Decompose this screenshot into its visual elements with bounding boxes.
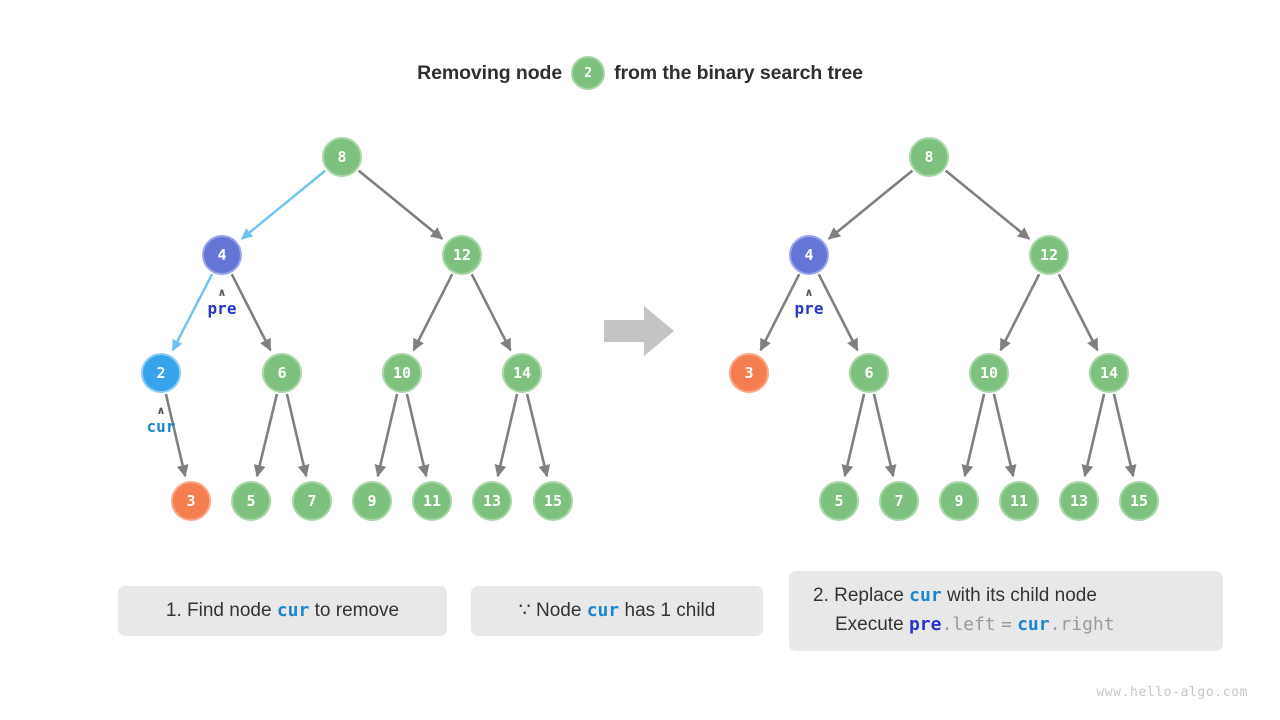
caption3-left-prop: left	[952, 614, 996, 635]
title-prefix: Removing node	[417, 61, 563, 84]
tree-node-2[interactable]: 2	[141, 353, 181, 393]
tree-edge	[872, 393, 897, 478]
caption2-before: Node	[536, 599, 582, 621]
tree-node-5[interactable]: 5	[819, 481, 859, 521]
page-title: Removing node 2 from the binary search t…	[0, 56, 1280, 90]
tree-node-10[interactable]: 10	[382, 353, 422, 393]
tree-edge	[841, 393, 866, 478]
caption3-keyword-cur: cur	[909, 585, 942, 607]
tree-edge	[1112, 393, 1137, 478]
caption1-number: 1.	[165, 599, 182, 621]
caption1-after: to remove	[314, 599, 400, 621]
tree-edge	[961, 393, 986, 478]
pointer-label-pre: ∧pre	[192, 287, 252, 317]
tree-edge	[827, 169, 914, 240]
tree-edge	[230, 273, 272, 352]
tree-node-13[interactable]: 13	[1059, 481, 1099, 521]
pointer-text: cur	[146, 417, 176, 436]
pointer-text: pre	[207, 299, 237, 318]
caption1-keyword-cur: cur	[276, 599, 310, 621]
caption3-keyword-pre: pre	[908, 614, 942, 635]
tree-node-6[interactable]: 6	[262, 353, 302, 393]
caption2-because-symbol: ∵	[518, 599, 531, 621]
tree-edge	[285, 393, 310, 478]
tree-node-5[interactable]: 5	[231, 481, 271, 521]
tree-node-15[interactable]: 15	[533, 481, 573, 521]
caption-step-1: 1. Find node cur to remove	[118, 586, 447, 636]
tree-node-14[interactable]: 14	[1089, 353, 1129, 393]
tree-edge	[1081, 393, 1106, 478]
pointer-label-pre: ∧pre	[779, 287, 839, 317]
tree-edge	[412, 273, 454, 352]
tree-node-6[interactable]: 6	[849, 353, 889, 393]
tree-node-4[interactable]: 4	[789, 235, 829, 275]
caption3-line1-after: with its child node	[946, 585, 1097, 607]
watermark: www.hello-algo.com	[1096, 685, 1248, 700]
tree-edge	[470, 273, 512, 352]
tree-edge	[357, 169, 444, 240]
pointer-text: pre	[794, 299, 824, 318]
caption1-before: Find node	[187, 599, 272, 621]
transition-arrow-icon	[604, 306, 674, 356]
tree-node-11[interactable]: 11	[999, 481, 1039, 521]
caption-step-2: 2. Replace cur with its child node Execu…	[789, 571, 1223, 651]
tree-edge	[494, 393, 519, 478]
tree-node-9[interactable]: 9	[352, 481, 392, 521]
caption3-line1-before: Replace	[834, 585, 904, 607]
caret-up-icon: ∧	[217, 286, 227, 299]
caption-reason: ∵ Node cur has 1 child	[471, 586, 763, 636]
tree-node-11[interactable]: 11	[412, 481, 452, 521]
tree-edge	[525, 393, 551, 478]
tree-edge	[992, 393, 1017, 478]
tree-node-7[interactable]: 7	[292, 481, 332, 521]
tree-node-7[interactable]: 7	[879, 481, 919, 521]
tree-node-15[interactable]: 15	[1119, 481, 1159, 521]
tree-node-14[interactable]: 14	[502, 353, 542, 393]
caption2-after: has 1 child	[624, 599, 716, 621]
tree-edge	[1057, 273, 1099, 352]
caption3-dot-1: .	[941, 614, 953, 635]
tree-edge	[374, 393, 399, 478]
tree-edge	[253, 393, 279, 478]
tree-edge	[944, 169, 1031, 240]
caret-up-icon: ∧	[804, 286, 814, 299]
tree-edge	[759, 273, 801, 352]
tree-node-10[interactable]: 10	[969, 353, 1009, 393]
title-suffix: from the binary search tree	[614, 61, 863, 84]
caption2-keyword-cur: cur	[586, 599, 620, 621]
tree-node-13[interactable]: 13	[472, 481, 512, 521]
tree-node-3[interactable]: 3	[171, 481, 211, 521]
caption3-dot-2: .	[1049, 614, 1061, 635]
caption3-right-prop: right	[1060, 614, 1115, 635]
pointer-label-cur: ∧cur	[131, 405, 191, 435]
caption3-equals: =	[1000, 614, 1012, 635]
tree-node-9[interactable]: 9	[939, 481, 979, 521]
tree-edge	[999, 273, 1041, 352]
caret-up-icon: ∧	[156, 404, 166, 417]
tree-node-12[interactable]: 12	[442, 235, 482, 275]
title-node-chip: 2	[571, 56, 606, 90]
tree-node-8[interactable]: 8	[322, 137, 362, 177]
tree-node-3[interactable]: 3	[729, 353, 769, 393]
tree-node-12[interactable]: 12	[1029, 235, 1069, 275]
tree-node-4[interactable]: 4	[202, 235, 242, 275]
tree-node-8[interactable]: 8	[909, 137, 949, 177]
caption3-keyword-cur-2: cur	[1017, 614, 1050, 635]
caption3-number: 2.	[813, 585, 829, 607]
tree-edge	[171, 273, 214, 352]
tree-edge	[240, 169, 327, 240]
tree-edge	[405, 393, 430, 478]
tree-edge	[164, 393, 189, 478]
tree-edge	[817, 273, 859, 352]
caption3-line2-before: Execute	[835, 614, 904, 635]
